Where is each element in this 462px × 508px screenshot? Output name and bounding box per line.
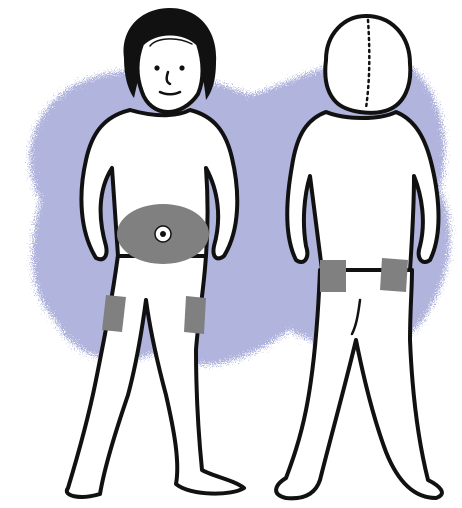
front-face [138, 34, 203, 113]
front-right-eye [179, 65, 184, 70]
right-thigh-injection-site [184, 296, 206, 334]
navel-center [160, 231, 166, 237]
front-left-eye [154, 65, 159, 70]
left-buttock-injection-site [320, 260, 346, 292]
left-thigh-injection-site [102, 295, 126, 332]
right-buttock-injection-site [380, 258, 408, 292]
